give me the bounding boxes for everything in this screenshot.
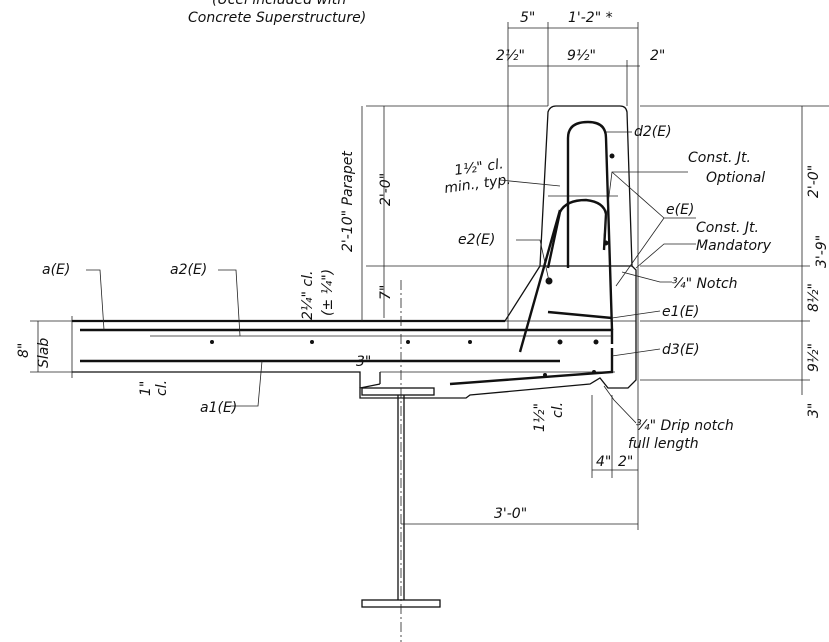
dim-right-3in: 3" (806, 403, 822, 418)
label-notch: ¾" Notch (672, 276, 738, 292)
dim-2half: 2½" (496, 48, 525, 64)
rebar-d3 (449, 348, 614, 386)
dim-2in-top: 2" (650, 48, 665, 64)
leader-lines (86, 131, 696, 424)
label-aE: a(E) (42, 262, 70, 278)
label-d2E: d2(E) (634, 124, 672, 140)
dim-4in: 4" (596, 454, 611, 470)
steel-girder (361, 280, 441, 642)
label-e2E: e2(E) (458, 232, 495, 248)
dim-1in-cl: cl. (154, 380, 170, 396)
dim-cl-2quarter: 2¼" cl. (300, 271, 316, 320)
dim-9half: 9½" (567, 48, 596, 64)
label-const-jt-man-2: Mandatory (696, 238, 772, 254)
dim-5in: 5" (520, 10, 535, 26)
dim-cl-1half-word: cl. (550, 402, 566, 418)
dimension-lines (30, 22, 829, 530)
dim-min-cl-b: min., typ. (443, 172, 511, 197)
header-line-1: (Ucel included with (212, 0, 346, 8)
dim-3in-slab: 3" (356, 354, 371, 370)
dim-min-cl-a: 1½" cl. (453, 156, 504, 179)
label-eE: e(E) (666, 202, 694, 218)
label-const-jt-man-1: Const. Jt. (696, 220, 759, 236)
dim-parapet-2ft10: 2'-10" Parapet (340, 151, 356, 252)
dim-slab-word: Slab (36, 338, 52, 368)
label-d3E: d3(E) (662, 342, 700, 358)
dim-right-8half: 8½" (806, 283, 822, 312)
dim-slab-8in: 8" (16, 343, 32, 358)
rebar-e1 (547, 310, 613, 320)
label-a2E: a2(E) (170, 262, 207, 278)
dim-cl-1half: 1½" (532, 403, 548, 432)
concrete-outline (71, 105, 637, 399)
rebar-d2-hairpin (566, 120, 614, 331)
label-a1E: a1(E) (200, 400, 237, 416)
dim-span-3ft0: 3'-0" (494, 506, 527, 522)
dim-1in: 1" (138, 381, 154, 396)
dim-1ft2in: 1'-2" * (568, 10, 613, 26)
label-const-jt-opt-2: Optional (706, 170, 765, 186)
dim-cl-pm: (± ¼") (320, 269, 336, 316)
labels: d2(E) Const. Jt. Optional e(E) Const. Jt… (42, 124, 772, 452)
rebar-a-top (80, 328, 614, 344)
dim-right-2ft0: 2'-0" (806, 165, 822, 198)
dim-right-3ft9: 3'-9" (814, 235, 829, 268)
dim-7in: 7" (378, 285, 394, 300)
dim-right-9half: 9½" (806, 343, 822, 372)
label-drip-2: full length (628, 436, 699, 452)
label-drip-1: ¾" Drip notch (636, 418, 734, 434)
header-line-2: Concrete Superstructure) (188, 10, 366, 26)
dim-parapet-2ft0: 2'-0" (378, 173, 394, 206)
label-e1E: e1(E) (662, 304, 699, 320)
dim-2in-bot: 2" (618, 454, 633, 470)
label-const-jt-opt-1: Const. Jt. (688, 150, 751, 166)
